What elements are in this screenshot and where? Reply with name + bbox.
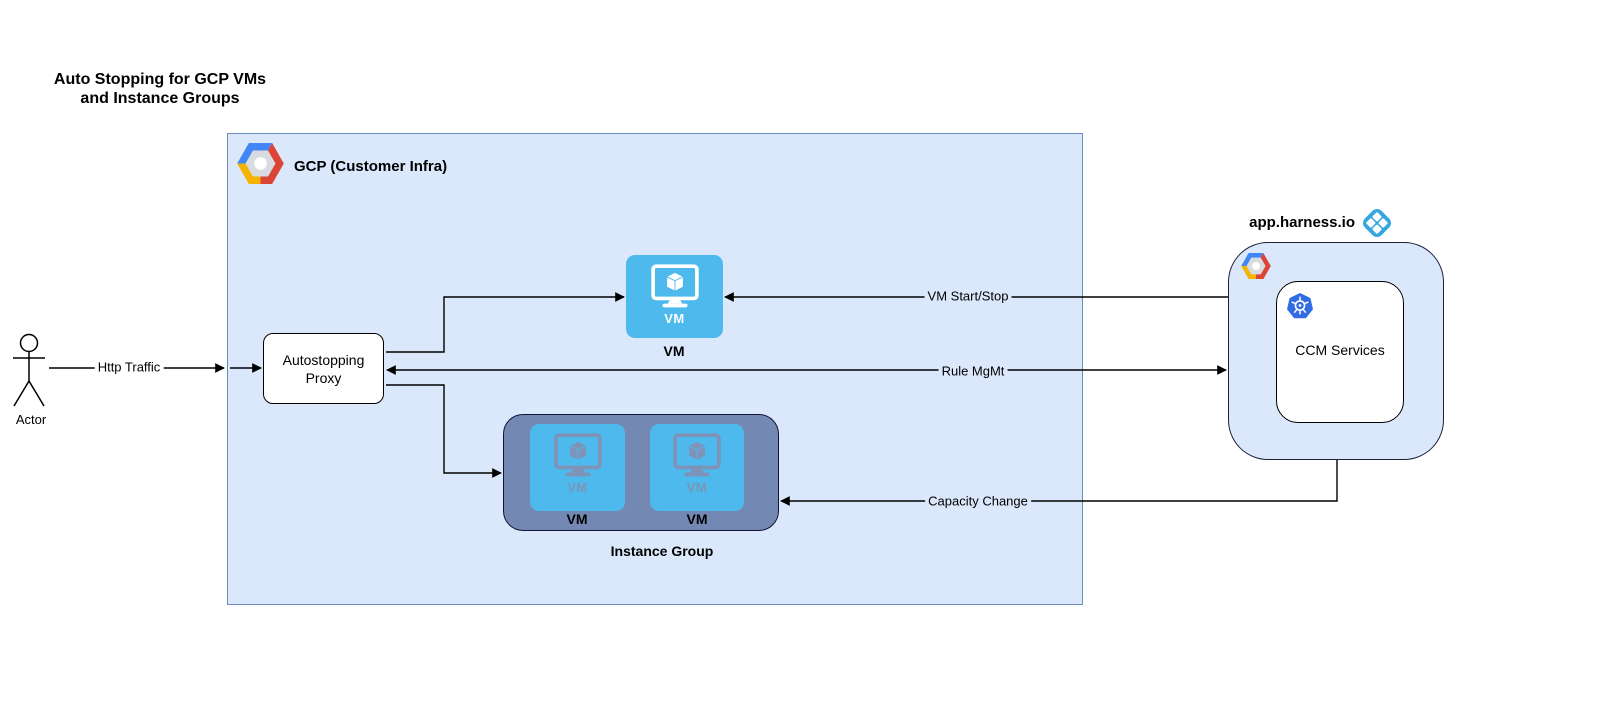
edge-label-rule-mgmt: Rule MgMt (938, 363, 1008, 379)
harness-title: app.harness.io (1249, 214, 1355, 231)
vm-icon-label: VM (567, 480, 588, 495)
diagram-title: Auto Stopping for GCP VMs and Instance G… (54, 70, 266, 108)
vm-monitor-icon (553, 433, 602, 477)
vm-monitor-icon (673, 433, 721, 477)
proxy-label-line-2: Proxy (305, 369, 342, 386)
diagram-title-line-1: Auto Stopping for GCP VMs (53, 71, 267, 88)
instance-group-box: VM VM VM VM (503, 414, 779, 531)
harness-logo-icon (1363, 209, 1391, 237)
edge-label-capacity-change: Capacity Change (925, 493, 1031, 509)
vm-caption: VM (663, 343, 685, 359)
vm-monitor-icon (650, 264, 699, 308)
vm-icon-label: VM (686, 480, 708, 495)
gcp-container-label: GCP (Customer Infra) (294, 158, 448, 175)
actor-label: Actor (15, 412, 47, 427)
ccm-services-label: CCM Services (1295, 342, 1385, 358)
autostopping-proxy-box: Autostopping Proxy (263, 333, 384, 404)
edge-label-vm-start-stop: VM Start/Stop (924, 288, 1012, 304)
instance-group-vm-caption-1: VM (566, 511, 588, 527)
instance-group-vm-1: VM (530, 424, 625, 511)
vm-box: VM (626, 255, 723, 338)
harness-container: CCM Services (1228, 242, 1444, 460)
vm-icon-label: VM (664, 311, 685, 326)
instance-group-vm-2: VM (650, 424, 744, 511)
kubernetes-icon (1287, 293, 1313, 319)
proxy-label-line-1: Autostopping (282, 351, 365, 368)
gcp-logo-small-icon (1241, 253, 1271, 279)
ccm-services-box: CCM Services (1276, 281, 1404, 423)
instance-group-caption: Instance Group (610, 543, 714, 559)
actor-icon (13, 333, 45, 407)
gcp-logo-icon (237, 143, 284, 184)
instance-group-vm-caption-2: VM (686, 511, 708, 527)
diagram-title-line-2: and Instance Groups (80, 90, 240, 107)
edge-label-http-traffic: Http Traffic (94, 359, 164, 375)
